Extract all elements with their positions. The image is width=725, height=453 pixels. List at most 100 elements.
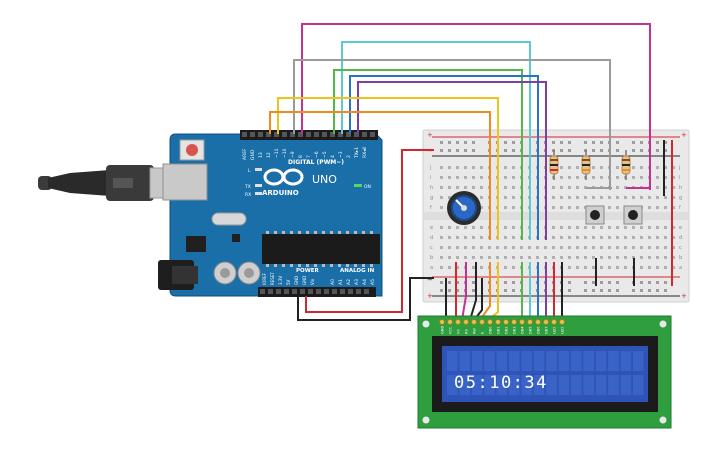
breadboard-hole <box>552 141 555 144</box>
lcd-pin-label: RS <box>465 329 469 334</box>
breadboard-hole <box>504 206 507 209</box>
chip-pin <box>370 264 373 267</box>
lcd-cell <box>595 375 607 395</box>
lcd-pin <box>511 319 517 325</box>
breadboard-hole <box>672 266 675 269</box>
row-letter: c <box>430 245 433 251</box>
chip-pin <box>266 231 269 234</box>
breadboard-hole <box>472 149 475 152</box>
row-letter: i <box>679 175 680 181</box>
breadboard-hole <box>664 196 667 199</box>
breadboard-hole <box>632 149 635 152</box>
lcd-pin-label: GND <box>441 326 445 334</box>
lcd-cell <box>533 351 545 371</box>
breadboard-hole <box>664 176 667 179</box>
breadboard-hole <box>512 206 515 209</box>
breadboard-hole <box>472 289 475 292</box>
breadboard-hole <box>464 149 467 152</box>
breadboard-hole <box>584 236 587 239</box>
lcd-pin-label: DB3 <box>513 326 517 334</box>
breadboard-hole <box>600 256 603 259</box>
resistors <box>549 150 650 189</box>
breadboard-hole <box>656 149 659 152</box>
breadboard-hole <box>568 266 571 269</box>
breadboard-hole <box>656 186 659 189</box>
breadboard-hole <box>472 186 475 189</box>
breadboard-hole <box>488 256 491 259</box>
breadboard-hole <box>632 226 635 229</box>
breadboard-hole <box>640 166 643 169</box>
breadboard-hole <box>632 141 635 144</box>
breadboard-hole <box>600 246 603 249</box>
reset-button[interactable] <box>186 144 198 156</box>
chip-pin <box>298 264 301 267</box>
breadboard-hole <box>568 196 571 199</box>
analog-pin-label: A0 <box>330 279 336 285</box>
chip-pin <box>346 231 349 234</box>
breadboard-hole <box>600 176 603 179</box>
wire-black-gnd <box>297 277 434 321</box>
lcd-cell <box>583 375 594 395</box>
breadboard-hole <box>664 166 667 169</box>
lcd-cell <box>571 351 582 371</box>
breadboard-hole <box>480 226 483 229</box>
breadboard-hole <box>504 176 507 179</box>
power-pin-label: GND <box>302 276 307 285</box>
breadboard-hole <box>464 256 467 259</box>
breadboard-hole <box>576 236 579 239</box>
rail-plus-top-right: + <box>681 131 687 139</box>
analog-in-label: ANALOG IN <box>340 268 375 274</box>
push-button-1[interactable] <box>585 205 605 225</box>
breadboard-hole <box>504 141 507 144</box>
breadboard-hole <box>440 289 443 292</box>
breadboard-hole <box>656 226 659 229</box>
push-button-2[interactable] <box>623 205 643 225</box>
breadboard-hole <box>592 256 595 259</box>
breadboard-hole <box>560 166 563 169</box>
breadboard-hole <box>616 256 619 259</box>
lcd-pin-label: E <box>481 331 485 334</box>
breadboard-hole <box>616 141 619 144</box>
breadboard-hole <box>600 226 603 229</box>
wire-purple <box>357 81 547 228</box>
breadboard-hole <box>520 246 523 249</box>
digital-pin-label: ~11 <box>274 148 280 158</box>
potentiometer[interactable] <box>447 191 481 225</box>
chip-pin <box>354 231 357 234</box>
breadboard-hole <box>512 166 515 169</box>
wires-top <box>269 23 651 321</box>
chip-pin <box>354 264 357 267</box>
lcd-cell <box>509 351 520 371</box>
breadboard-hole <box>512 266 515 269</box>
row-letter: e <box>679 225 682 231</box>
lcd-pin-label: DB1 <box>497 326 501 334</box>
breadboard-hole <box>504 186 507 189</box>
breadboard-hole <box>480 186 483 189</box>
header-hole <box>354 132 359 137</box>
breadboard-hole <box>616 166 619 169</box>
power-pin-label: RESET <box>270 272 275 285</box>
power-label: POWER <box>296 268 320 274</box>
row-letter: b <box>679 255 682 261</box>
breadboard-hole <box>440 166 443 169</box>
breadboard-hole <box>440 186 443 189</box>
chip-pin <box>314 264 317 267</box>
breadboard-hole <box>640 266 643 269</box>
breadboard-hole <box>552 246 555 249</box>
header-hole <box>316 289 321 294</box>
breadboard-hole <box>464 246 467 249</box>
breadboard-hole <box>584 246 587 249</box>
breadboard-hole <box>672 256 675 259</box>
chip-pin <box>274 231 277 234</box>
lcd-pin <box>559 319 565 325</box>
breadboard-hole <box>624 186 627 189</box>
breadboard-hole <box>456 266 459 269</box>
lcd-cell <box>459 351 470 371</box>
breadboard-hole <box>608 266 611 269</box>
breadboard-hole <box>608 206 611 209</box>
breadboard-hole <box>584 226 587 229</box>
breadboard-hole <box>672 196 675 199</box>
breadboard-hole <box>504 289 507 292</box>
chip-pin <box>282 264 285 267</box>
